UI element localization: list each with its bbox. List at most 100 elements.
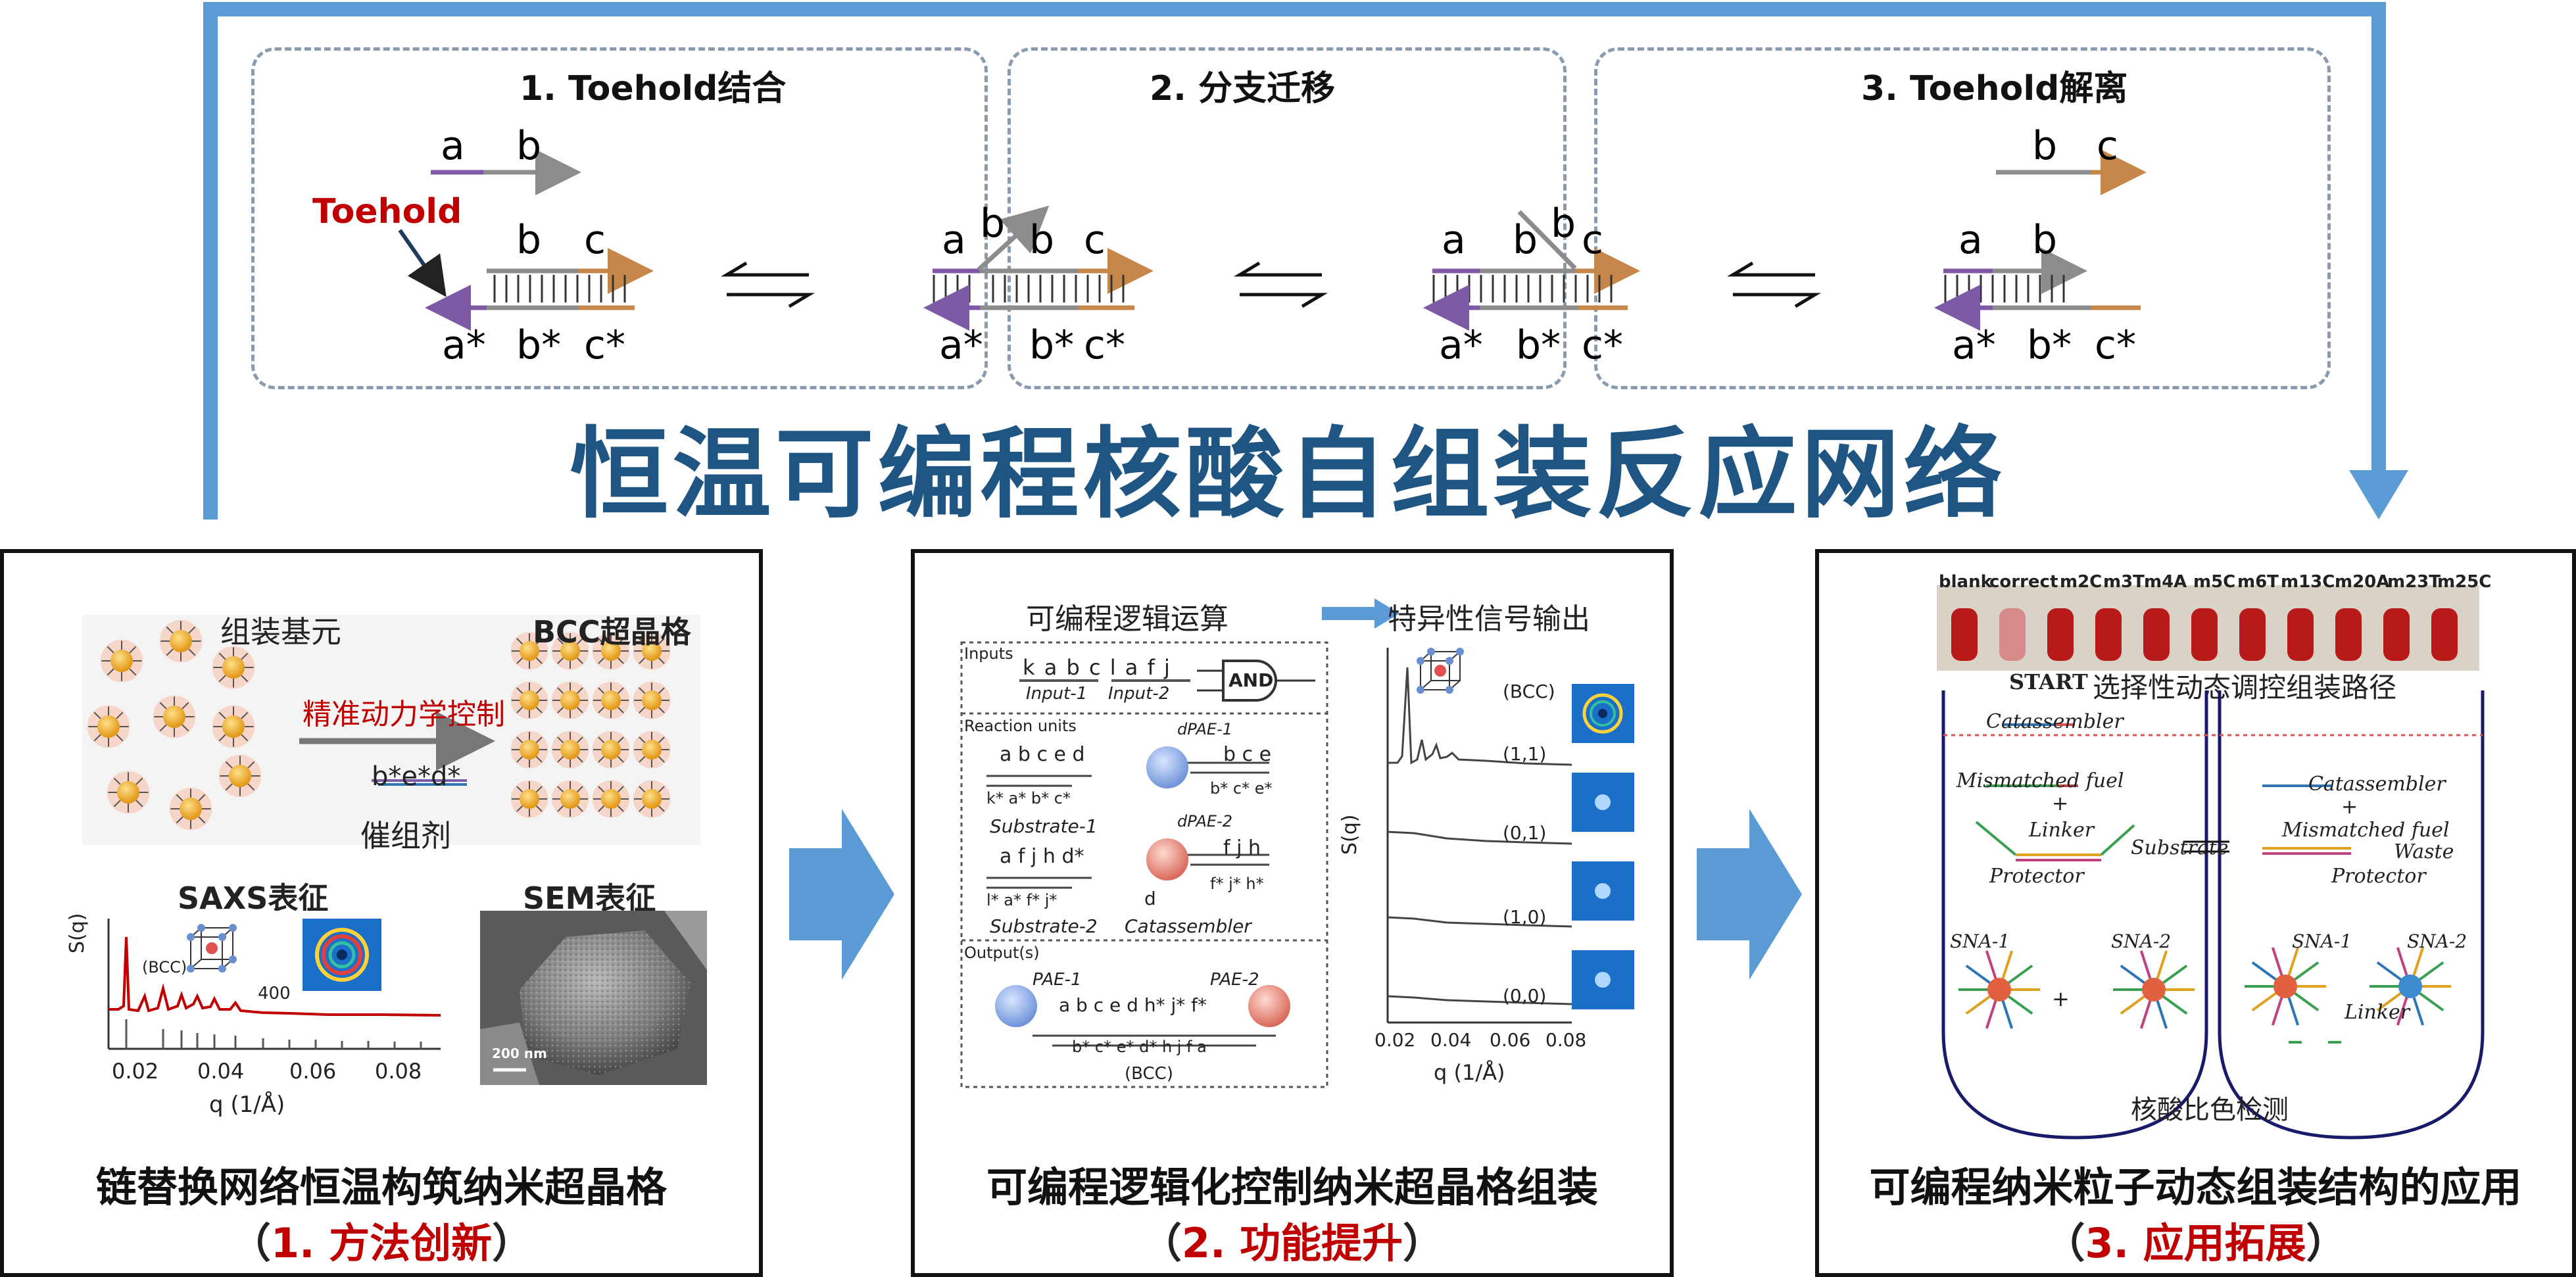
gold-nanoparticle [520, 641, 539, 661]
dna-ligand [113, 777, 121, 785]
dna-ligand [166, 648, 174, 656]
svg-text:c*: c* [2095, 322, 2136, 368]
dna-ligand [598, 805, 605, 812]
dna-ligand [225, 783, 233, 791]
output-bcc-label: (BCC) [1125, 1064, 1173, 1084]
sample-tube [1999, 608, 2026, 661]
sample-tube [2239, 608, 2266, 661]
dna-ligand [576, 638, 583, 645]
tube-label: m6T [2237, 572, 2279, 592]
substrate-label: Substrate [2131, 836, 2229, 859]
dna-ligand [176, 794, 183, 802]
svg-text:a*: a* [442, 322, 486, 368]
dna-ligand [639, 805, 646, 812]
dna-ligand [218, 734, 226, 742]
colorimetric-detection-label: 核酸比色检测 [2131, 1095, 2289, 1125]
dna-ligand [176, 816, 183, 824]
linker-left: Linker [2029, 819, 2095, 842]
panel1-caption: 链替换网络恒温构筑纳米超晶格 [95, 1163, 667, 1211]
sample-tube [2431, 608, 2458, 661]
tube-label: m23T [2387, 572, 2441, 592]
svg-text:b: b [2032, 123, 2057, 169]
panel-function [911, 549, 1674, 1277]
svg-text:b: b [516, 217, 541, 263]
dna-ligand [576, 657, 583, 664]
tube-label: m2C [2060, 572, 2102, 592]
kinetic-control-label: 精准动力学控制 [303, 698, 505, 731]
svg-text:b: b [2032, 217, 2057, 263]
substrate-1-label: Substrate-1 [990, 815, 1098, 837]
sna-2-left: SNA-2 [2111, 930, 2172, 952]
toehold-label: Toehold [312, 192, 462, 231]
sna-1-left: SNA-1 [1950, 930, 2010, 952]
gold-nanoparticle [601, 641, 621, 661]
assembly-unit-label: 组装基元 [220, 614, 341, 650]
dna-ligand [576, 706, 583, 713]
gold-nanoparticle [222, 715, 245, 738]
catassembler-label: Catassembler [1125, 915, 1252, 937]
dna-ligand [535, 736, 543, 744]
dna-ligand [107, 668, 114, 676]
dna-ligand [557, 805, 564, 812]
dna-ligand [639, 706, 646, 713]
sample-tube [2335, 608, 2362, 661]
dna-ligand [598, 706, 605, 713]
svg-text:c: c [2097, 123, 2118, 169]
dna-ligand [516, 706, 523, 713]
and-gate-label: AND [1228, 669, 1274, 691]
svg-text:c: c [1084, 217, 1106, 263]
catassembler-seq: d [1144, 888, 1156, 909]
dna-ligand [107, 646, 114, 654]
plus-left: + [2052, 792, 2069, 815]
dna-ligand [535, 756, 543, 763]
dna-ligand [639, 638, 646, 645]
start-label: START [2009, 669, 2088, 694]
sna-core [1987, 978, 2011, 1001]
dna-ligand [658, 756, 665, 763]
dna-ligand [557, 638, 564, 645]
dna-ligand [576, 805, 583, 812]
sem-scale-bar-label: 200 nm [492, 1046, 547, 1061]
dna-ligand [535, 638, 543, 645]
dpae-1-sequence: b c e [1223, 743, 1272, 766]
tube-label: m3T [2103, 572, 2145, 592]
dna-ligand [218, 675, 226, 683]
sna-core [2273, 975, 2297, 998]
signal-output-label: 特异性信号输出 [1388, 602, 1590, 636]
flow-arrow-2 [1697, 809, 1802, 980]
dna-ligand [557, 756, 564, 763]
gold-nanoparticle [642, 690, 662, 710]
svg-text:c: c [584, 217, 606, 263]
dna-ligand [576, 756, 583, 763]
logic-circuit-diagram [960, 641, 1328, 1088]
plot-bcc-label: (BCC) [1503, 681, 1555, 702]
step-title-2: 2. 分支迁移 [1150, 69, 1336, 108]
sem-image [480, 911, 707, 1085]
svg-text:a: a [1442, 217, 1466, 263]
tube-label: m25C [2437, 572, 2492, 592]
gold-nanoparticle [520, 789, 539, 809]
substrate-1-top: a b c e d [1000, 743, 1085, 766]
dna-ligand [198, 794, 206, 802]
tube-label: correct [1989, 572, 2058, 592]
tube-label: m5C [2193, 572, 2236, 592]
dna-ligand [658, 638, 665, 645]
svg-text:b: b [1029, 217, 1054, 263]
svg-text:b*: b* [2027, 322, 2072, 368]
svg-text:b*: b* [516, 322, 561, 368]
dna-ligand [218, 652, 226, 660]
bcc-superlattice-label: BCC超晶格 [533, 614, 691, 650]
dna-ligand [598, 756, 605, 763]
svg-text:b*: b* [1029, 322, 1074, 368]
gold-nanoparticle [117, 781, 139, 804]
protector-right: Protector [2331, 865, 2426, 888]
dna-ligand [188, 648, 196, 656]
sna-core [2398, 975, 2422, 998]
tube-photo [1937, 585, 2479, 671]
dna-ligand [639, 657, 646, 664]
input-sequence: k a b c l a f j [1023, 655, 1171, 680]
step-box-1 [251, 47, 988, 389]
dpae-1-bottom: b* c* e* [1210, 779, 1273, 798]
gold-nanoparticle [642, 641, 662, 661]
dna-ligand [135, 777, 143, 785]
